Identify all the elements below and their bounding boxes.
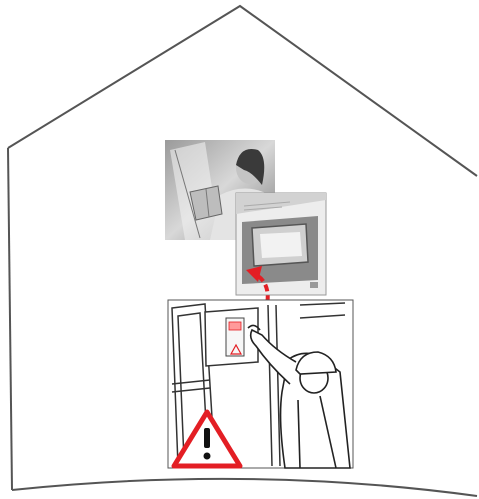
worker-installing-illustration xyxy=(168,300,353,468)
installation-manual-booklet xyxy=(236,193,326,295)
